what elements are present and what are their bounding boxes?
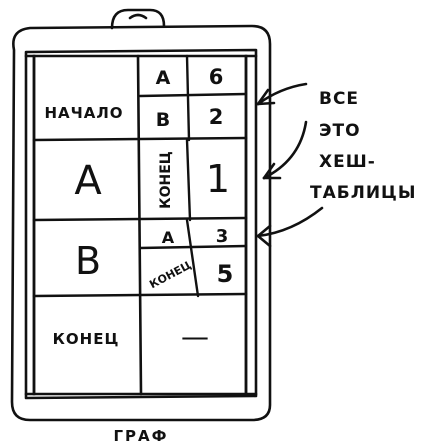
entry-value: 2 xyxy=(209,105,224,129)
clipboard-clip xyxy=(110,8,166,30)
annotation-line-4: ТАБЛИЦЫ xyxy=(310,183,416,203)
entry-key: A xyxy=(156,67,171,89)
row-key-a: A xyxy=(74,158,102,204)
entry-value: 3 xyxy=(216,226,229,247)
row-divider-1 xyxy=(32,136,248,142)
annotation-text: ВСЕ ЭТО ХЕШ- ТАБЛИЦЫ xyxy=(310,89,416,203)
diagram-caption: ГРАФ xyxy=(113,427,168,445)
annotation-line-1: ВСЕ xyxy=(319,89,359,109)
entry-key-rotated: КОНЕЦ xyxy=(147,259,193,292)
entry-value: 5 xyxy=(217,260,234,288)
annotation-line-2: ЭТО xyxy=(319,121,361,141)
row-key-b: B xyxy=(75,239,101,283)
entry-key: A xyxy=(162,228,175,247)
arrow-1 xyxy=(256,82,308,106)
table-outer-rails xyxy=(24,54,258,396)
clipboard-outer-frame xyxy=(10,24,272,422)
annotation-line-3: ХЕШ- xyxy=(319,152,376,172)
row-divider-3 xyxy=(32,292,248,298)
row-key-end: КОНЕЦ xyxy=(53,330,120,348)
clipboard xyxy=(10,8,272,422)
inner-hash-grid xyxy=(138,54,248,298)
column-divider xyxy=(136,54,143,396)
empty-entry-dash: — xyxy=(181,320,209,353)
entry-key-rotated: КОНЕЦ xyxy=(158,151,174,209)
annotation-arrows xyxy=(256,82,324,248)
row-divider-2 xyxy=(32,216,248,222)
row-key-start: НАЧАЛО xyxy=(44,104,123,122)
arrow-2 xyxy=(262,120,308,180)
entry-value: 6 xyxy=(209,65,224,89)
table-frame xyxy=(32,54,248,396)
clipboard-clip-hole xyxy=(128,13,148,20)
arrow-3 xyxy=(256,206,324,238)
entry-key: B xyxy=(156,109,170,131)
entry-value: 1 xyxy=(206,157,230,201)
clipboard-inner-page xyxy=(24,48,258,400)
